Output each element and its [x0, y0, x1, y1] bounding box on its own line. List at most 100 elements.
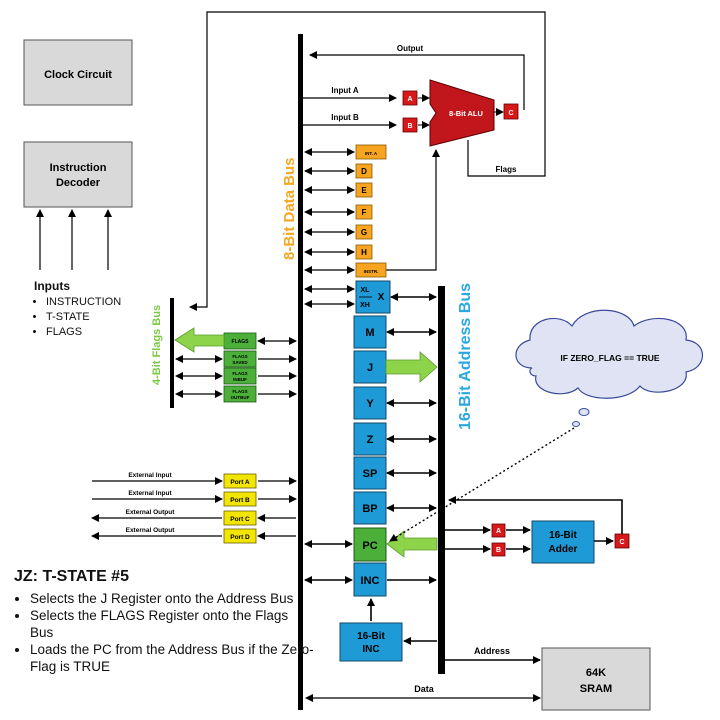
- data-bus-label: 8-Bit Data Bus: [281, 157, 298, 260]
- port-label: Port A: [230, 479, 250, 486]
- flag-register-label: FLAGS: [232, 339, 250, 345]
- port-label: Port D: [230, 534, 250, 541]
- instr-to-alu-wire: [372, 149, 440, 271]
- input-a-label: Input A: [331, 86, 358, 95]
- input-item: T-STATE: [46, 310, 121, 325]
- svg-text:X: X: [378, 292, 385, 303]
- address-register: Z: [353, 422, 437, 456]
- svg-text:64K: 64K: [586, 667, 606, 679]
- address-bus-line: [438, 286, 445, 674]
- data-register: H: [304, 244, 373, 260]
- data-register-label: F: [362, 208, 367, 217]
- alu-output-wire: [309, 51, 525, 110]
- input-item: FLAGS: [46, 325, 121, 340]
- port-label: Port B: [230, 497, 250, 504]
- svg-text:A: A: [496, 528, 501, 535]
- flag-register-label: INBUF: [233, 377, 247, 382]
- flags-highlight-arrow: [174, 327, 225, 353]
- decoder-label-2: Decoder: [56, 177, 101, 189]
- data-register-label: INSTR.: [364, 269, 379, 274]
- data-register-label: G: [361, 228, 367, 237]
- address-register-label: Z: [367, 434, 374, 446]
- address-register-label: SP: [363, 468, 378, 480]
- address-register-label: J: [367, 362, 373, 374]
- port-signal-label: External Output: [126, 509, 176, 516]
- pc-label: PC: [362, 540, 377, 552]
- flag-register-label: OUTBUF: [231, 395, 250, 400]
- port-signal-label: External Output: [126, 527, 176, 534]
- flag-register-label: FLAGS: [232, 354, 247, 359]
- address-bus-label: 16-Bit Address Bus: [457, 283, 474, 430]
- flags-bus-line: [170, 298, 174, 408]
- address-register-label: Y: [366, 398, 374, 410]
- svg-text:INC: INC: [361, 575, 380, 587]
- address-register-label: M: [365, 327, 374, 339]
- flag-register-label: FLAGS: [232, 371, 247, 376]
- alu-reg-b: B: [402, 117, 418, 133]
- svg-text:INC: INC: [362, 644, 379, 655]
- input-b-label: Input B: [331, 113, 359, 122]
- pc-register: PC: [304, 527, 438, 562]
- svg-text:A: A: [407, 96, 412, 103]
- description-bullet: Selects the FLAGS Register onto the Flag…: [30, 607, 314, 641]
- port-register: Port B External Input: [92, 490, 297, 507]
- flags-feedback-wire: [189, 11, 546, 311]
- flags-label: Flags: [496, 165, 517, 174]
- svg-text:Adder: Adder: [549, 544, 578, 555]
- inputs-list: INSTRUCTION T-STATE FLAGS: [34, 295, 121, 340]
- data-register-label: D: [361, 167, 367, 176]
- data-register: G: [304, 224, 373, 240]
- decoder-input-arrows: [36, 209, 112, 270]
- sram-block: Address 64K SRAM Data: [305, 646, 651, 711]
- alu-shape: 8-Bit ALU: [429, 79, 495, 147]
- port-signal-label: External Input: [128, 472, 172, 479]
- svg-text:C: C: [619, 539, 624, 546]
- clock-circuit-block: Clock Circuit: [23, 39, 133, 106]
- address-register-label: BP: [362, 503, 377, 515]
- data-register: INSTR.: [304, 262, 387, 278]
- port-label: Port C: [230, 516, 250, 523]
- flag-register: FLAGS: [223, 332, 297, 350]
- alu-reg-c: C: [503, 103, 519, 120]
- clock-label: Clock Circuit: [44, 69, 112, 81]
- port-signal-label: External Input: [128, 490, 172, 497]
- svg-text:16-Bit: 16-Bit: [549, 530, 577, 541]
- pc-highlight-arrow: [386, 530, 438, 558]
- input-item: INSTRUCTION: [46, 295, 121, 310]
- address-label: Address: [474, 646, 510, 656]
- condition-cloud: IF ZERO_FLAG == TRUE: [389, 309, 703, 542]
- data-register-label: H: [361, 248, 367, 257]
- alu-label: 8-Bit ALU: [449, 109, 483, 118]
- address-register: SP: [353, 456, 437, 490]
- data-bus-line: [298, 34, 303, 710]
- condition-label: IF ZERO_FLAG == TRUE: [560, 353, 660, 363]
- address-register: M: [353, 315, 437, 349]
- flags-bus-label: 4-Bit Flags Bus: [151, 305, 163, 385]
- inc-register: INC: [304, 562, 437, 597]
- svg-text:B: B: [496, 547, 501, 554]
- svg-text:XL: XL: [361, 287, 371, 294]
- svg-text:SRAM: SRAM: [580, 683, 612, 695]
- data-register: D: [304, 163, 373, 179]
- decoder-label-1: Instruction: [50, 162, 107, 174]
- data-register: F: [304, 204, 373, 220]
- description-title: JZ: T-STATE #5: [14, 568, 129, 585]
- inc16-block: 16-Bit INC: [339, 598, 437, 662]
- data-register: E: [304, 182, 373, 198]
- port-register: Port A External Input: [92, 472, 297, 489]
- j-highlight-arrow: [385, 351, 438, 383]
- inputs-title: Inputs: [34, 279, 70, 293]
- data-register-list: INT. A DE F G H INSTR.: [304, 144, 387, 278]
- data-register: INT. A: [304, 144, 387, 160]
- data-register-label: INT. A: [365, 151, 378, 156]
- flag-register-label: SAVED: [232, 360, 248, 365]
- svg-text:B: B: [407, 123, 412, 130]
- svg-text:XH: XH: [360, 302, 370, 309]
